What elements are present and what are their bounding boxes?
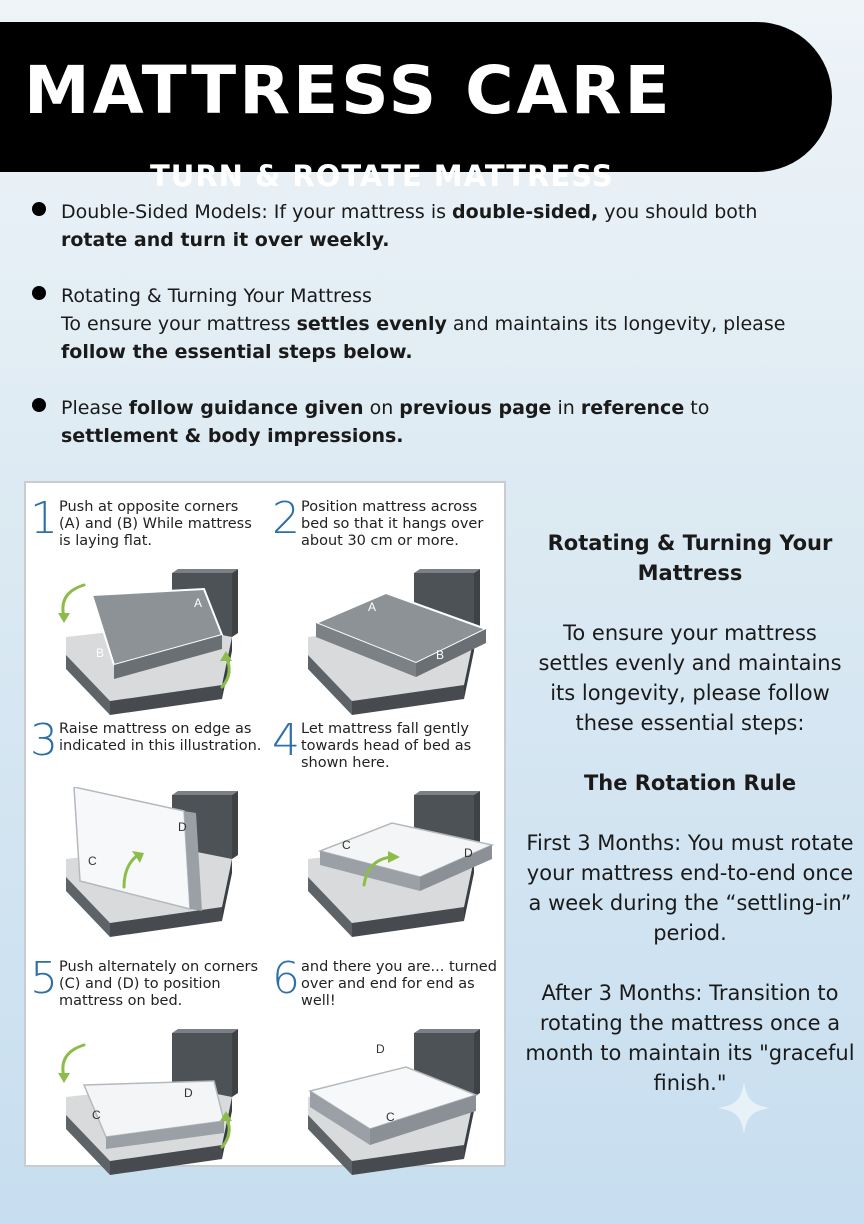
info-heading: Rotating & Turning Your Mattress [547, 531, 833, 585]
bullet-text: Please follow guidance given on previous… [61, 397, 710, 447]
step-text: and there you are... turned over and end… [301, 959, 497, 1009]
rotate-arrow-icon [61, 1043, 86, 1079]
corner-label-b: B [436, 648, 444, 662]
step-number: 2 [272, 493, 300, 544]
mattress-illustration: DC [308, 1029, 480, 1175]
mattress-illustration: CD [308, 791, 495, 937]
page-title: MATTRESS CARE [24, 52, 673, 129]
bullet-text: Double-Sided Models: If your mattress is… [61, 201, 758, 251]
bullet-dot [32, 202, 46, 216]
step-text: Push alternately on corners (C) and (D) … [59, 959, 259, 1009]
bullet-item: Please follow guidance given on previous… [30, 394, 820, 450]
sparkle-icon [718, 1082, 770, 1134]
bullet-dot [32, 398, 46, 412]
mattress-illustration: DC [66, 787, 238, 937]
step-2: 2 Position mattress across bed so that i… [266, 481, 506, 721]
step-3: 3 Raise mattress on edge as indicated in… [24, 703, 264, 943]
rotation-info: Rotating & Turning Your Mattress To ensu… [525, 528, 855, 1098]
step-number: 3 [30, 715, 58, 766]
corner-label-b: B [96, 646, 104, 660]
corner-label-c: C [92, 1108, 101, 1122]
step-text: Position mattress across bed so that it … [301, 499, 484, 549]
title-banner: MATTRESS CARE TURN & ROTATE MATTRESS [0, 22, 832, 191]
bullet-list: Double-Sided Models: If your mattress is… [30, 198, 820, 450]
step-number: 5 [30, 953, 58, 1004]
corner-label-c: C [386, 1110, 395, 1124]
corner-label-d: D [464, 846, 473, 860]
bullet-dot [32, 286, 46, 300]
mattress-illustration: DC [58, 1029, 238, 1175]
instruction-panel: 1 Push at opposite corners (A) and (B) W… [24, 481, 506, 1175]
corner-label-c: C [342, 838, 351, 852]
step-number: 4 [272, 715, 300, 766]
step-4: 4 Let mattress fall gently towards head … [266, 703, 506, 943]
info-intro: To ensure your mattress settles evenly a… [538, 621, 842, 735]
rotation-rule-heading: The Rotation Rule [583, 771, 797, 795]
page-subtitle: TURN & ROTATE MATTRESS [150, 159, 614, 193]
corner-label-a: A [194, 596, 202, 610]
rotate-arrow-icon [122, 853, 140, 889]
bullet-item: Double-Sided Models: If your mattress is… [30, 198, 820, 254]
step-text: Raise mattress on edge as indicated in t… [59, 721, 262, 754]
corner-label-d: D [178, 820, 187, 834]
mattress-illustration: AB [58, 569, 238, 715]
step-text: Let mattress fall gently towards head of… [301, 721, 472, 771]
corner-label-a: A [368, 600, 376, 614]
step-number: 6 [272, 953, 300, 1004]
corner-label-c: C [88, 854, 97, 868]
step-1: 1 Push at opposite corners (A) and (B) W… [24, 481, 264, 721]
step-5: 5 Push alternately on corners (C) and (D… [24, 941, 264, 1181]
rotate-arrow-icon [61, 583, 86, 619]
after-months-text: After 3 Months: Transition to rotating t… [525, 981, 855, 1095]
step-text: Push at opposite corners (A) and (B) Whi… [59, 499, 252, 549]
corner-label-d: D [376, 1042, 385, 1056]
first-months-text: First 3 Months: You must rotate your mat… [526, 831, 854, 945]
corner-label-d: D [184, 1086, 193, 1100]
mattress-illustration: AB [308, 569, 489, 715]
step-number: 1 [30, 493, 58, 544]
step-6: 6 and there you are... turned over and e… [266, 941, 506, 1181]
